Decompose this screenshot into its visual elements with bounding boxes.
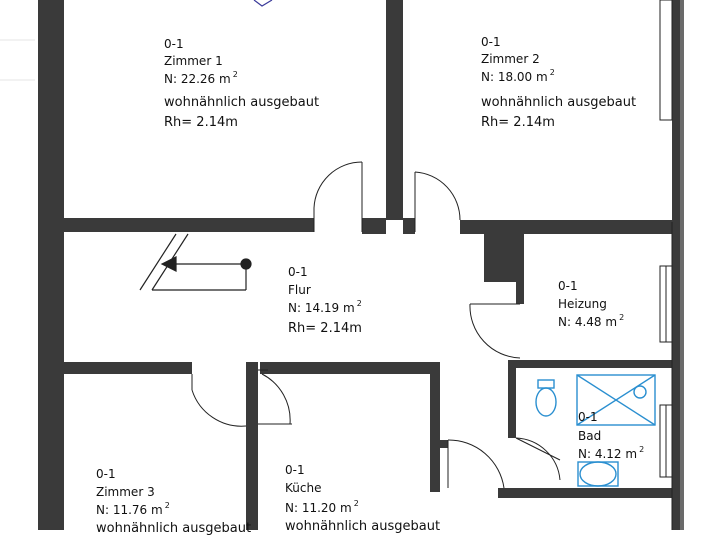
- kueche-area-text: N: 11.20 m: [285, 501, 352, 515]
- zimmer1-area-text: N: 22.26 m: [164, 72, 231, 86]
- zimmer2-area-text: N: 18.00 m: [481, 70, 548, 84]
- zimmer3-code: 0-1: [96, 467, 116, 481]
- windows: [659, 0, 673, 478]
- bad-name: Bad: [578, 429, 602, 443]
- zimmer1-rh: Rh= 2.14m: [164, 115, 238, 130]
- stair: [139, 233, 252, 291]
- zimmer1-area-sup: 2: [232, 70, 238, 79]
- zimmer2-area-sup: 2: [549, 68, 555, 77]
- zimmer3-note: wohnähnlich ausgebaut: [96, 521, 252, 536]
- kueche-name: Küche: [285, 481, 322, 495]
- bad-area-text: N: 4.12 m: [578, 447, 638, 461]
- flur-area-text: N: 14.19 m: [288, 301, 355, 315]
- heizung-name: Heizung: [558, 297, 607, 311]
- kueche-code: 0-1: [285, 463, 305, 477]
- door-swings: [191, 161, 561, 489]
- zimmer1-name: Zimmer 1: [164, 54, 223, 68]
- heizung-area-sup: 2: [619, 313, 625, 322]
- zimmer1-code: 0-1: [164, 37, 184, 51]
- zimmer2-rh: Rh= 2.14m: [481, 115, 555, 130]
- flur-rh: Rh= 2.14m: [288, 321, 362, 336]
- bad-area-sup: 2: [639, 445, 645, 454]
- flur-code: 0-1: [288, 265, 308, 279]
- flur-area-sup: 2: [356, 299, 362, 308]
- heizung-code: 0-1: [558, 279, 578, 293]
- zimmer1-note: wohnähnlich ausgebaut: [164, 95, 320, 110]
- zimmer2-name: Zimmer 2: [481, 52, 540, 66]
- zimmer3-area-text: N: 11.76 m: [96, 503, 163, 517]
- kueche-note: wohnähnlich ausgebaut: [285, 519, 441, 534]
- plan-background: [0, 39, 35, 81]
- walls: [38, 0, 684, 530]
- bath-fixtures: [535, 374, 656, 487]
- zimmer3-name: Zimmer 3: [96, 485, 155, 499]
- zimmer2-code: 0-1: [481, 35, 501, 49]
- flur-name: Flur: [288, 283, 311, 297]
- bad-code: 0-1: [578, 410, 598, 424]
- zimmer2-note: wohnähnlich ausgebaut: [481, 95, 637, 110]
- stair-arrow-top: [253, 0, 273, 7]
- zimmer3-area-sup: 2: [164, 501, 170, 510]
- kueche-area-sup: 2: [353, 499, 359, 508]
- heizung-area-text: N: 4.48 m: [558, 315, 618, 329]
